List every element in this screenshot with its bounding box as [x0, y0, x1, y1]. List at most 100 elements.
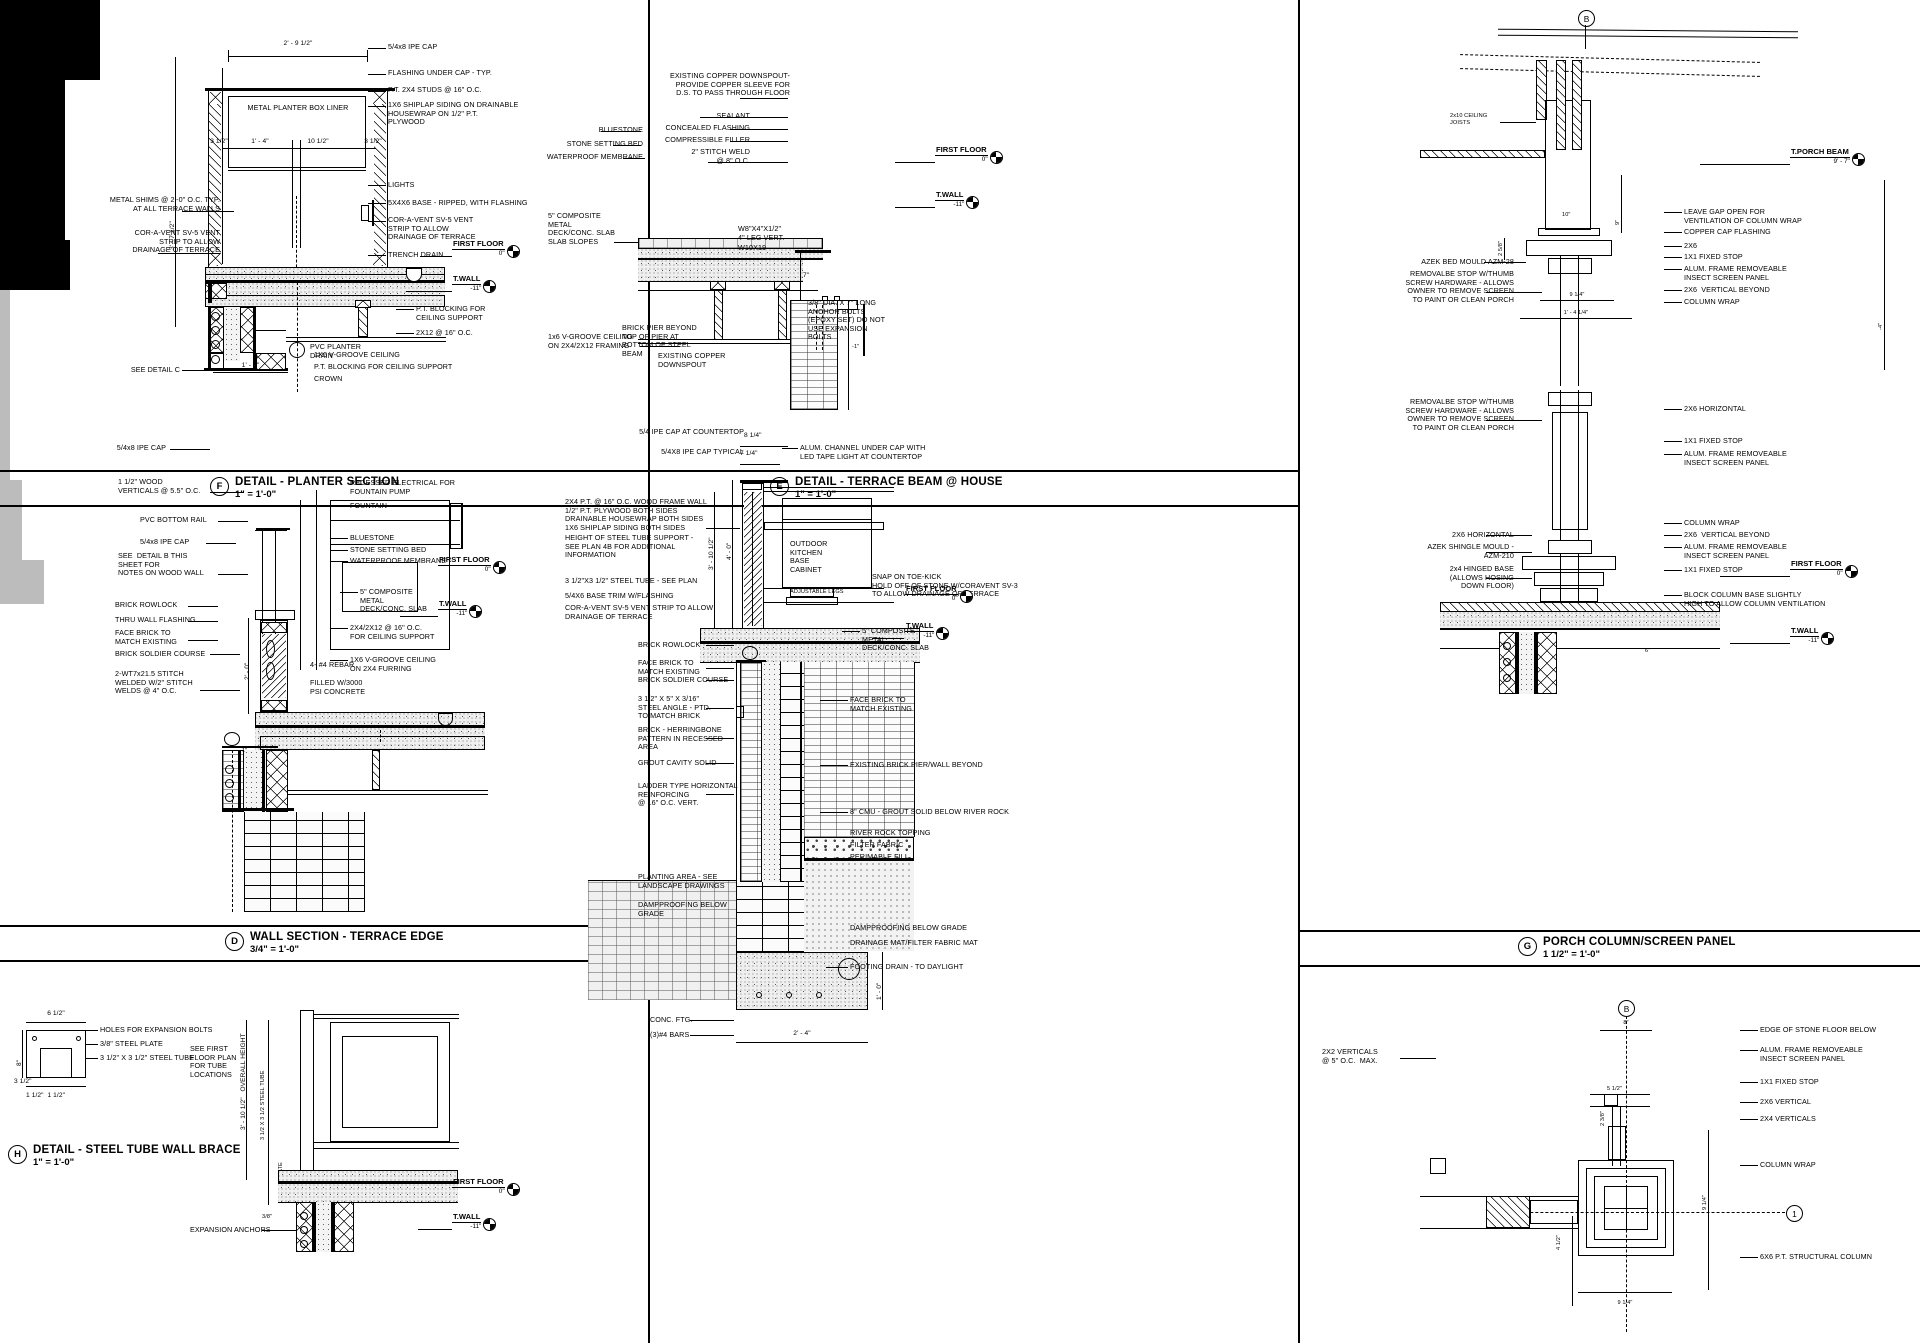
detail-title: WALL SECTION - TERRACE EDGE [250, 931, 444, 943]
fountain-recess [342, 562, 418, 612]
label-2x4-pt-wall: 2X4 P.T. @ 16" O.C. WOOD FRAME WALL 1/2"… [565, 497, 707, 532]
elev-value: -11" [456, 609, 468, 617]
detail-title: DETAIL - PLANTER SECTION [235, 476, 400, 488]
label-waterproof-membrane-e: WATERPROOF MEMBRANE [546, 152, 643, 161]
elev-name: T.WALL [438, 599, 468, 610]
elevation-first-floor-e: FIRST FLOOR 0" [935, 145, 1003, 164]
label-1x1-fixed-stop-2: 1X1 FIXED STOP [1684, 436, 1743, 445]
detail-mark: F [210, 477, 229, 496]
wall-top-blocking [261, 622, 287, 633]
detail-title: DETAIL - TERRACE BEAM @ HOUSE [795, 476, 1003, 488]
wood-wall-section [260, 620, 288, 712]
label-1x1-fixed-stop-plan: 1X1 FIXED STOP [1760, 1077, 1819, 1086]
label-conc-ftg: CONC. FTG. [650, 1015, 693, 1024]
panel-divider-vertical-2 [1298, 0, 1300, 1343]
elevation-symbol [506, 244, 520, 258]
label-v-groove-furring-d: 1X6 V-GROOVE CEILING ON 2X4 FURRING [350, 655, 436, 673]
label-outdoor-kitchen-cabinet: OUTDOOR KITCHEN BASE CABINET [790, 539, 828, 574]
label-pvc-planter-drain: PVC PLANTER DRAIN [310, 342, 362, 360]
label-expansion-anchors: EXPANSION ANCHORS [190, 1225, 271, 1234]
elev-name: T.WALL [905, 621, 935, 632]
elevation-twall-h: T.WALL -11" [452, 1212, 497, 1231]
stone-floor-edge [1486, 1196, 1530, 1228]
copper-cap-flashing [1538, 228, 1600, 236]
metal-planter-box-liner [228, 96, 366, 168]
ipe-cap-lower [255, 610, 295, 620]
elev-name: T.WALL [452, 274, 482, 285]
label-face-brick-center-r: FACE BRICK TO MATCH EXISTING [850, 695, 912, 713]
elev-value: 0" [981, 155, 988, 163]
planter-light-fixture [361, 205, 369, 221]
label-2x6-vertical-beyond-2: 2X6 VERTICAL BEYOND [1684, 530, 1770, 539]
dim-plan-4-12: 4 1/2" [1556, 1234, 1562, 1250]
dim-spacing: 1 1/2" 1 1/2" [26, 1092, 66, 1099]
2x6-horizontal-lower [1548, 540, 1592, 554]
elev-name: FIRST FLOOR [438, 555, 491, 566]
label-2x10-ceiling-joists: 2x10 CEILING JOISTS [1450, 113, 1488, 126]
titleblock-detail-h: H DETAIL - STEEL TUBE WALL BRACE 1" = 1'… [8, 1144, 241, 1169]
detail-mark: G [1518, 937, 1537, 956]
label-metal-shims: METAL SHIMS @ 2'-0" O.C. TYP. AT ALL TER… [109, 195, 220, 213]
slab-h [278, 1170, 458, 1182]
plan-reference-bubble-1[interactable]: 1 [1786, 1205, 1803, 1222]
porch-slab [1440, 612, 1720, 628]
titleblock-detail-g: G PORCH COLUMN/SCREEN PANEL 1 1/2" = 1'-… [1518, 936, 1736, 961]
elev-name: T.WALL [935, 190, 965, 201]
elev-name: FIRST FLOOR [935, 145, 988, 156]
label-copper-cap-flashing: COPPER CAP FLASHING [1684, 227, 1771, 236]
panel-divider-horizontal-2 [0, 505, 648, 507]
permeable-fill [804, 861, 914, 951]
ipe-cap-center [740, 480, 788, 483]
dim-tube-label: 3 1/2 X 3 1/2 STEEL TUBE [260, 1070, 266, 1140]
elev-name: T.PORCH BEAM [1790, 147, 1850, 158]
label-fountain: FOUNTAIN [350, 501, 387, 510]
existing-wall-mass [0, 0, 100, 80]
hinged-base-2x4 [1534, 572, 1604, 586]
detail-title: DETAIL - STEEL TUBE WALL BRACE [33, 1144, 241, 1156]
elev-value: 0" [498, 1187, 505, 1195]
elevation-symbol [469, 604, 483, 618]
planter-base-blocking-right [373, 253, 386, 265]
label-5x4x6-base: 5X4X6 BASE - RIPPED, WITH FLASHING [388, 198, 528, 207]
label-cor-a-vent-right: COR-A-VENT SV-5 VENT STRIP TO ALLOW DRAI… [388, 215, 476, 242]
dim-left-stud: 3 1/2" [210, 138, 228, 145]
fountain-wall [330, 500, 450, 650]
brick-pier-beyond [790, 300, 838, 410]
dim-10: 10" [1562, 212, 1571, 218]
cmu-lower-center [736, 882, 804, 952]
label-leave-gap-ventilation: LEAVE GAP OPEN FOR VENTILATION OF COLUMN… [1684, 207, 1802, 225]
structure-h [278, 1184, 458, 1202]
label-column-wrap-2: COLUMN WRAP [1684, 518, 1740, 527]
label-wt7x21-stitch: 2-WT7x21.5 STITCH WELDED W/2" STITCH WEL… [115, 669, 193, 696]
composite-metal-deck-slab [638, 260, 803, 282]
label-see-first-floor-plan: SEE FIRST FLOOR PLAN FOR TUBE LOCATIONS [190, 1044, 237, 1079]
elev-value: -11" [923, 631, 935, 639]
dim-inner-a: 1' - 4" [251, 138, 269, 145]
label-composite-deck-center: 5" COMPOSITE METAL DECK/CONC. SLAB [862, 626, 930, 653]
label-composite-deck-d: 5" COMPOSITE METAL DECK/CONC. SLAB [360, 587, 428, 614]
structural-column-6x6 [0, 560, 44, 604]
elev-name: FIRST FLOOR [905, 584, 958, 595]
dim-footing-depth: 1' - 0" [876, 982, 883, 1001]
dim-right-stud: 3 1/2" [364, 138, 382, 145]
panel-divider-horizontal-8 [1298, 965, 1920, 967]
dim-plate-w: 6 1/2" [47, 1010, 65, 1017]
column-wrap-upper [1545, 100, 1591, 230]
label-edge-of-stone-floor: EDGE OF STONE FLOOR BELOW [1760, 1025, 1877, 1034]
label-shiplap-siding: 1X6 SHIPLAP SIDING ON DRAINABLE HOUSEWRA… [388, 100, 519, 127]
plan-reference-bubble-b[interactable]: B [1618, 1000, 1635, 1017]
column-core [0, 480, 22, 560]
label-stone-setting-bed-e: STONE SETTING BED [566, 139, 643, 148]
panel-divider-vertical-1 [648, 0, 650, 962]
label-2x6-horizontal-left: 2X6 HORIZONTAL [1452, 530, 1514, 539]
label-lights: LIGHTS [388, 180, 415, 189]
label-stone-setting-bed-d: STONE SETTING BED [350, 545, 427, 554]
elev-value: -11" [1808, 636, 1820, 644]
cmu-block-d [266, 750, 288, 812]
label-dampproofing-below-grade-r: DAMPPROOFING BELOW GRADE [850, 923, 968, 932]
label-ipe-cap: 5/4x8 IPE CAP [388, 42, 438, 51]
label-2x4-verticals-plan: 2X4 VERTICALS [1760, 1114, 1816, 1123]
detail-reference-bubble-b[interactable]: B [1578, 10, 1595, 27]
river-rock-topping [804, 837, 914, 859]
